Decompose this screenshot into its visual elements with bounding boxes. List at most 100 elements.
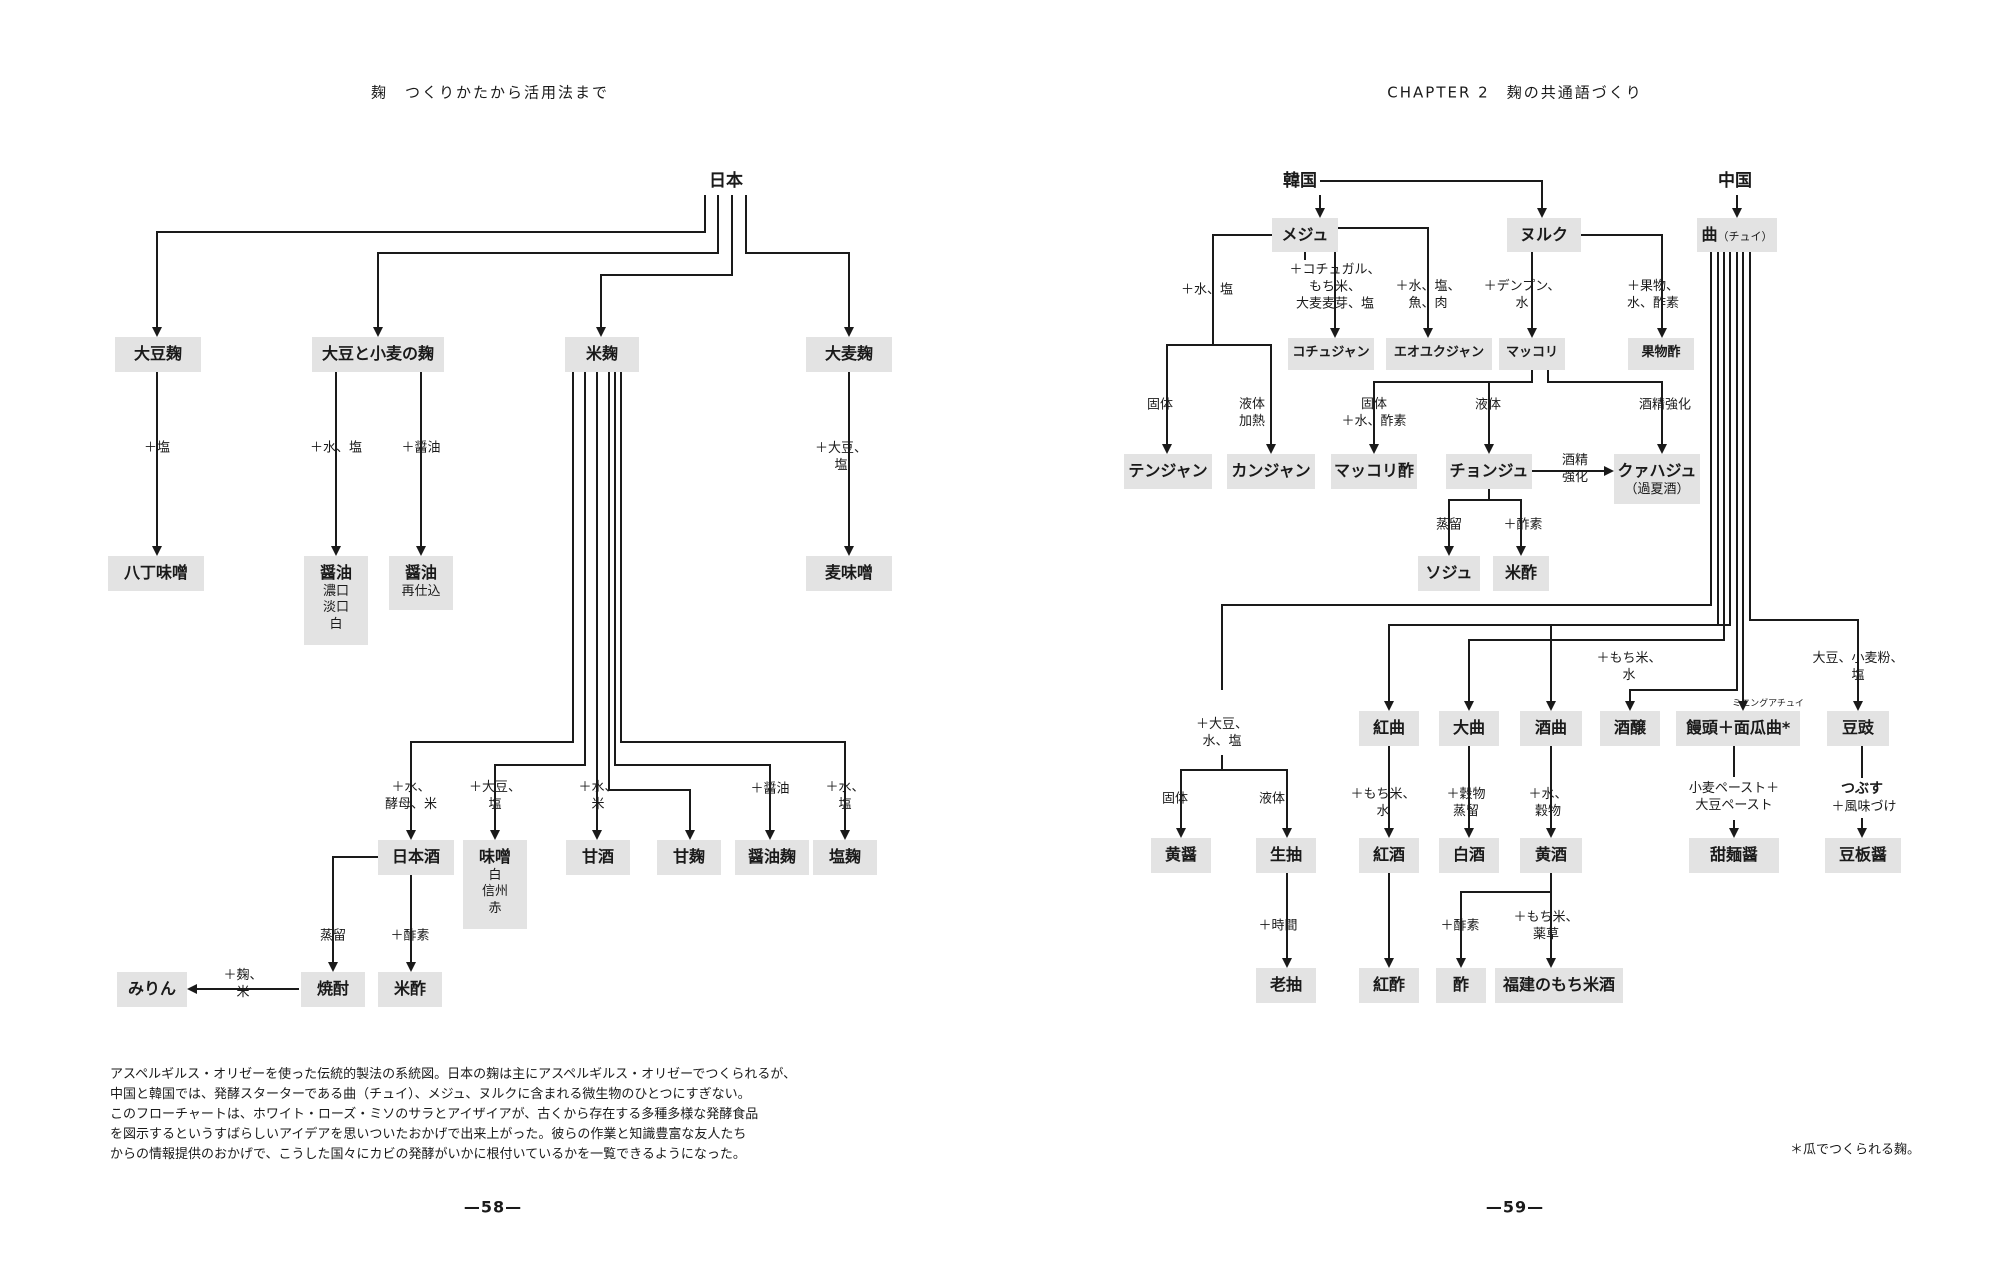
node-amazake: 甘酒 <box>566 840 630 875</box>
label-c-tsubusu: つぶす <box>1841 780 1883 797</box>
node-mantou-mianguaqu: 饅頭＋面瓜曲* <box>1676 711 1800 746</box>
node-nihonshu: 日本酒 <box>378 840 454 875</box>
label-c-daizu: ＋大豆、 水、塩 <box>1195 717 1249 749</box>
node-komezu: 米酢 <box>378 972 442 1007</box>
label-k-kotai: 固体 <box>1146 397 1174 413</box>
node-hongjiu: 紅酒 <box>1359 838 1419 873</box>
label-k-mizu-shio: ＋水、塩 <box>1180 282 1234 298</box>
ruby-mianguaqu: ミエングアチュイ <box>1732 699 1804 710</box>
node-soju: ソジュ <box>1418 556 1480 591</box>
node-shoyu-1-line: 淡口 <box>322 600 349 616</box>
label-koji-kome: ＋麹、 米 <box>223 968 263 1000</box>
node-laochou: 老抽 <box>1256 968 1316 1003</box>
label-k-ekitai-kanetsu: 液体 加熱 <box>1238 397 1266 429</box>
label-k-shusei: 酒精強化 <box>1638 397 1692 413</box>
node-nuruk: ヌルク <box>1507 218 1581 252</box>
label-c-kokumotsu: ＋穀物 蒸留 <box>1446 787 1486 819</box>
label-c-sakuso: ＋酢素 <box>1440 918 1480 934</box>
node-gwahaju: クァハジュ （過夏酒） <box>1614 454 1700 504</box>
node-huangjiu: 黄酒 <box>1520 838 1582 873</box>
node-shoyu-1: 醤油 濃口 淡口 白 <box>304 556 368 645</box>
node-miso-line: 白 <box>488 867 502 883</box>
node-daizu-komugi-koji: 大豆と小麦の麹 <box>312 337 444 372</box>
node-gochujang: コチュジャン <box>1288 338 1374 370</box>
node-jiuqu: 酒曲 <box>1520 711 1582 746</box>
label-daizu-shio-omugi: ＋大豆、 塩 <box>814 441 868 473</box>
page-number-right: —59— <box>1485 1197 1545 1217</box>
node-daqu: 大曲 <box>1439 711 1499 746</box>
header-left: 麹 つくりかたから活用法まで <box>370 83 610 102</box>
node-hongqu: 紅曲 <box>1359 711 1419 746</box>
label-sakuso: ＋酢素 <box>390 928 430 944</box>
header-right: CHAPTER 2 麹の共通語づくり <box>1387 83 1643 102</box>
node-hatcho-miso: 八丁味噌 <box>108 556 204 591</box>
node-miso-line: 信州 <box>481 884 508 900</box>
label-k-shusei-2: 酒精 強化 <box>1561 453 1589 485</box>
node-doenjang: テンジャン <box>1124 454 1212 489</box>
label-jouryu: 蒸留 <box>319 928 347 944</box>
node-shoyu-1-title: 醤油 <box>319 563 352 582</box>
label-c-ekitai: 液体 <box>1258 791 1286 807</box>
root-korea: 韓国 <box>1283 170 1317 191</box>
label-c-mochi-mizu: ＋もち米、 水 <box>1350 787 1416 819</box>
label-mizu-kome: ＋水、 米 <box>578 780 618 812</box>
node-eoyukjang: エオユクジャン <box>1386 338 1492 370</box>
node-mirin: みりん <box>117 972 187 1007</box>
caption: アスペルギルス・オリゼーを使った伝統的製法の系統図。日本の麹は主にアスペルギルス… <box>110 1067 797 1162</box>
node-baijiu: 白酒 <box>1439 838 1499 873</box>
label-k-sakuso: ＋酢素 <box>1503 517 1543 533</box>
label-k-jouryu: 蒸留 <box>1435 517 1463 533</box>
label-mizu-shio-2: ＋水、 塩 <box>825 780 865 812</box>
node-tianmianjiang: 甜麺醤 <box>1689 838 1779 873</box>
node-mugi-miso: 麦味噌 <box>806 556 892 591</box>
page-number-left: —58— <box>463 1197 523 1217</box>
node-miso-line: 赤 <box>488 901 502 917</box>
node-makgeolli-su: マッコリ酢 <box>1331 454 1417 489</box>
node-ganjang: カンジャン <box>1227 454 1315 489</box>
node-fujian-mochigome-shu: 福建のもち米酒 <box>1495 968 1623 1003</box>
node-shoyu-1-line: 濃口 <box>322 583 349 599</box>
node-meju: メジュ <box>1272 218 1338 252</box>
node-shengchou: 生抽 <box>1256 838 1316 873</box>
node-huangjiang: 黄醤 <box>1151 838 1211 873</box>
node-shio-koji: 塩麹 <box>813 840 877 875</box>
node-shoyu-1-line: 白 <box>329 617 343 633</box>
root-japan: 日本 <box>709 170 743 191</box>
label-shio: ＋塩 <box>143 440 171 456</box>
node-shoyu-2-line: 再仕込 <box>401 583 441 599</box>
node-miso: 味噌 白 信州 赤 <box>463 840 527 929</box>
node-kajitsuzu: 果物酢 <box>1628 338 1694 370</box>
node-gwahaju-title: クァハジュ <box>1617 461 1697 480</box>
root-china: 中国 <box>1718 170 1752 191</box>
label-mizu-shio: ＋水、塩 <box>309 440 363 456</box>
node-shoyu-koji: 醤油麹 <box>735 840 809 875</box>
node-shoyu-2-title: 醤油 <box>404 563 437 582</box>
node-miso-title: 味噌 <box>478 847 511 866</box>
node-mantou-mianguaqu-title: 饅頭＋面瓜曲* <box>1685 718 1791 737</box>
node-cu: 酢 <box>1436 968 1486 1003</box>
label-c-mochi-yakuso: ＋もち米、 薬草 <box>1513 910 1579 942</box>
node-shoyu-2: 醤油 再仕込 <box>389 556 453 610</box>
label-mizu-koubo-kome: ＋水、 酵母、米 <box>384 780 438 812</box>
label-k-ekitai: 液体 <box>1474 397 1502 413</box>
node-cheongju: チョンジュ <box>1446 454 1532 489</box>
node-douchi: 豆豉 <box>1827 711 1889 746</box>
node-daizu-koji: 大豆麹 <box>115 337 201 372</box>
footnote: ＊瓜でつくられる麹。 <box>1790 1142 1921 1158</box>
node-amakoji: 甘麹 <box>657 840 721 875</box>
label-k-denpun: ＋デンプン、 水 <box>1483 279 1561 311</box>
label-shoyu-2: ＋醤油 <box>750 781 790 797</box>
node-omugi-koji: 大麦麹 <box>806 337 892 372</box>
label-c-mizu-kokumotsu: ＋水、 穀物 <box>1528 787 1568 819</box>
label-daizu-shio: ＋大豆、 塩 <box>468 780 522 812</box>
label-k-kudamono: ＋果物、 水、酢素 <box>1626 279 1680 311</box>
node-komezu-k: 米酢 <box>1493 556 1549 591</box>
node-hongcu: 紅酢 <box>1359 968 1419 1003</box>
label-c-jikan: ＋時間 <box>1258 918 1298 934</box>
node-gwahaju-sub: （過夏酒） <box>1624 481 1690 497</box>
node-kome-koji: 米麹 <box>565 337 639 372</box>
node-shochu: 焼酎 <box>301 972 365 1007</box>
node-qu-title: 曲（チュイ） <box>1701 225 1773 244</box>
label-c-komugi-paste: 小麦ペースト＋ 大豆ペースト <box>1688 781 1780 813</box>
